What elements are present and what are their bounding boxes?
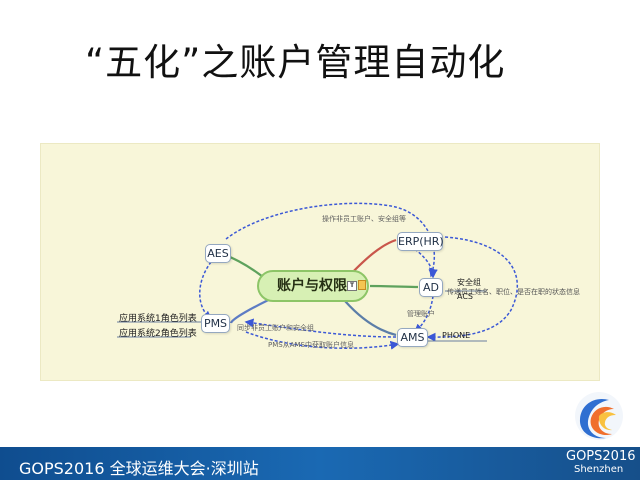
pms-node[interactable]: PMS (201, 314, 230, 333)
event-footer-text: GOPS2016 全球运维大会·深圳站 (19, 459, 259, 478)
erp-node[interactable]: ERP(HR) (397, 232, 444, 251)
center-node-label: 账户与权限 (277, 278, 347, 294)
edge-label-pms-ams: PMS从AMS中获取账户信息 (268, 341, 354, 349)
phone-label: PHONE (442, 331, 471, 340)
footer-city: Shenzhen (574, 464, 624, 475)
connector-pms-ams (245, 331, 400, 350)
aes-node[interactable]: AES (205, 244, 231, 263)
edge-label-ad-ams: 管理账户 (407, 310, 435, 318)
footer-brand: GOPS2016 (566, 449, 636, 464)
center-node[interactable]: 账户与权限 T (257, 270, 369, 302)
connector-erp-ams (426, 236, 519, 342)
pms-list-item: 应用系统1角色列表 (119, 314, 197, 324)
connector-aes-pms (199, 261, 213, 320)
note-icon (358, 280, 366, 290)
gops-logo (575, 392, 623, 440)
text-icon: T (347, 281, 357, 291)
pms-list-item: 应用系统2角色列表 (119, 329, 197, 339)
slide-title: “五化”之账户管理自动化 (85, 41, 506, 84)
acs-label: ACS (457, 292, 473, 301)
edge-label-aes-erp: 操作非员工账户、安全组等 (322, 215, 406, 223)
ams-node[interactable]: AMS (397, 328, 428, 347)
connector-center-ams (344, 300, 397, 337)
connector-center-ad (369, 284, 419, 289)
mindmap-panel: AES ERP(HR) AD AMS PMS 账户与权限 T 操作非员工账户、安… (40, 143, 600, 381)
connector-erp-ad (410, 245, 438, 279)
ad-group-label: 安全组 (457, 278, 481, 287)
footer-bar (0, 447, 640, 480)
ad-group-note: 传递员工姓名、职位、是否在职的状态信息 (447, 288, 580, 296)
ad-node[interactable]: AD (419, 278, 443, 297)
edge-label-ams-pms: 同步非员工账户和安全组 (237, 324, 314, 332)
